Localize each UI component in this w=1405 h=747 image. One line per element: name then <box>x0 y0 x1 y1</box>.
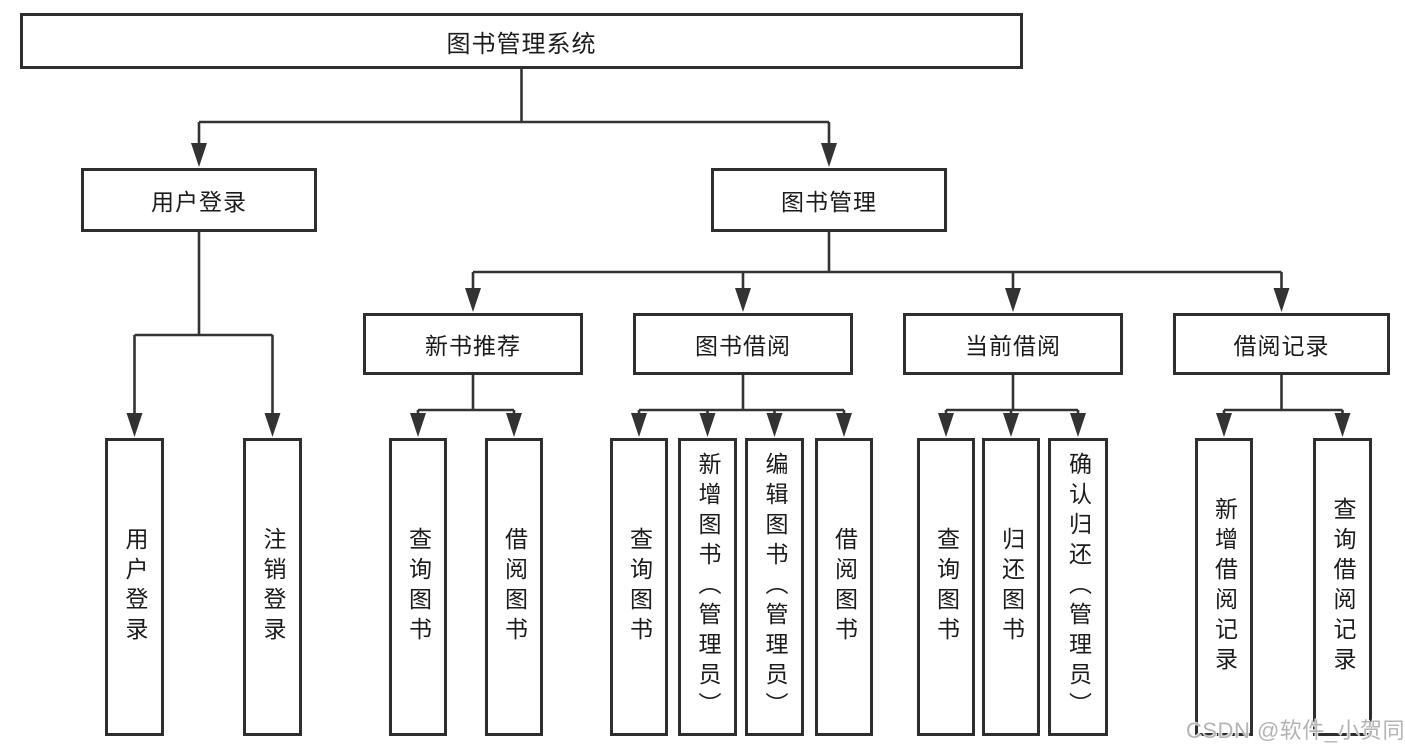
node-label: 确认归还（管理员） <box>1065 452 1092 722</box>
node-label: 查询借阅记录 <box>1330 497 1356 677</box>
leaf-borrow-books: 借阅图书 <box>815 438 873 736</box>
arrowhead-icon <box>410 413 426 437</box>
arrowhead-icon <box>1334 413 1351 437</box>
arrowhead-icon <box>836 413 852 437</box>
leaf-edit-books-admin: 编辑图书（管理员） <box>745 438 804 736</box>
arrowhead-icon <box>191 143 207 167</box>
arrowhead-icon <box>1216 413 1232 437</box>
connector-borrow-records-to-leaves <box>1222 375 1344 416</box>
arrowhead-icon <box>264 413 281 437</box>
leaf-return-books: 归还图书 <box>982 438 1040 736</box>
node-label: 图书借阅 <box>695 333 791 359</box>
node-label: 编辑图书（管理员） <box>762 452 788 722</box>
node-label: 借阅记录 <box>1233 333 1330 359</box>
arrowhead-icon <box>1005 288 1021 312</box>
node-user-login: 用户登录 <box>81 168 317 232</box>
arrowheads <box>126 143 1351 437</box>
node-library-management-system: 图书管理系统 <box>20 13 1023 69</box>
node-label: 注销登录 <box>260 527 286 647</box>
arrowhead-icon <box>766 413 783 437</box>
connector-book-borrow-to-leaves <box>637 375 846 416</box>
arrowhead-icon <box>1003 413 1019 437</box>
leaf-user-login: 用户登录 <box>105 438 164 736</box>
node-label: 图书管理 <box>781 189 877 215</box>
node-current-borrowing: 当前借阅 <box>903 313 1123 375</box>
leaf-logout: 注销登录 <box>243 438 302 736</box>
node-borrowing-records: 借阅记录 <box>1173 313 1390 375</box>
node-label: 归还图书 <box>998 527 1025 647</box>
arrowhead-icon <box>938 413 954 437</box>
leaf-recommend-query-books: 查询图书 <box>389 438 447 736</box>
node-label: 图书管理系统 <box>446 30 597 58</box>
arrowhead-icon <box>631 413 647 437</box>
node-label: 用户登录 <box>122 527 148 647</box>
leaf-current-query-books: 查询图书 <box>917 438 975 736</box>
arrowhead-icon <box>465 288 481 312</box>
arrowhead-icon <box>735 288 751 312</box>
leaf-add-borrow-record: 新增借阅记录 <box>1195 438 1253 736</box>
leaf-add-books-admin: 新增图书（管理员） <box>678 438 737 736</box>
csdn-watermark: CSDN @软件_小贺同学 <box>1186 718 1405 743</box>
node-label: 借阅图书 <box>501 527 528 647</box>
node-label: 借阅图书 <box>831 527 858 647</box>
leaf-confirm-return-admin: 确认归还（管理员） <box>1048 438 1108 736</box>
node-label: 查询图书 <box>626 527 653 647</box>
leaf-recommend-borrow-books: 借阅图书 <box>485 438 543 736</box>
arrowhead-icon <box>699 413 716 437</box>
node-label: 新书推荐 <box>425 333 521 359</box>
node-label: 查询图书 <box>933 527 960 647</box>
leaf-borrow-query-books: 查询图书 <box>610 438 668 736</box>
node-new-book-recommend: 新书推荐 <box>363 313 583 375</box>
arrowhead-icon <box>506 413 522 437</box>
arrowhead-icon <box>1273 288 1290 312</box>
node-label: 用户登录 <box>151 189 247 215</box>
connector-book-mgmt-to-level3 <box>471 232 1283 291</box>
arrowhead-icon <box>821 143 837 167</box>
arrowhead-icon <box>1070 413 1086 437</box>
connector-current-borrow-to-leaves <box>944 375 1080 416</box>
connector-elbows <box>133 69 1344 416</box>
connector-root-to-level2 <box>197 69 831 146</box>
leaf-query-borrow-record: 查询借阅记录 <box>1313 438 1372 736</box>
arrowhead-icon <box>126 413 143 437</box>
connector-user-login-to-leaves <box>133 232 274 416</box>
node-label: 新增借阅记录 <box>1211 497 1238 677</box>
connector-new-book-rec-to-leaves <box>416 375 516 416</box>
node-label: 查询图书 <box>405 527 432 647</box>
node-book-borrowing: 图书借阅 <box>633 313 853 375</box>
node-label: 新增图书（管理员） <box>695 452 721 722</box>
node-book-management: 图书管理 <box>711 168 947 232</box>
node-label: 当前借阅 <box>965 333 1061 359</box>
